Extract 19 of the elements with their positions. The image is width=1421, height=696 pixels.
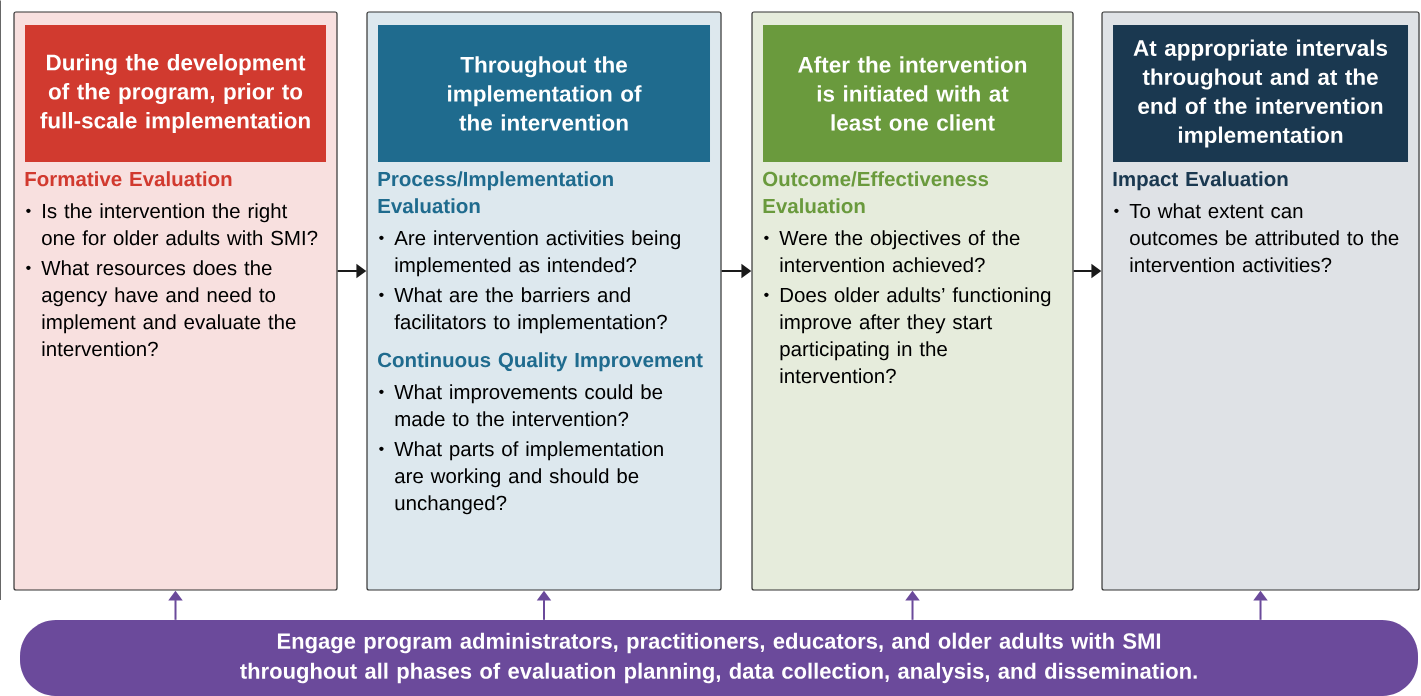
header-box: After the intervention is initiated with at least one client [763, 25, 1062, 162]
section-heading: Continuous Quality Improvement [378, 352, 703, 372]
bullet-item: What resources does the agency have and need to implement and evaluate the intervention? [26, 260, 296, 357]
bullet-item: Is the intervention the right one for older adults with SMI? [26, 203, 318, 246]
banner: Engage program administrators, practitioners, educators, and older adults with SMI throughout all phases of evaluation planning, data collection, analysis, and dissemination. [20, 620, 1418, 696]
header-box: During the development of the program, prior to full-scale implementation [25, 25, 326, 162]
section-heading: Formative Evaluation [25, 171, 232, 187]
bullet-item: What improvements could be made to the intervention? [379, 384, 663, 427]
header-box: At appropriate intervals throughout and at the end of the intervention implementation [1113, 25, 1408, 162]
bullet-item: Does older adults’ functioning improve after they start participating in the intervention? [764, 287, 1051, 384]
section-heading: Outcome/Effectiveness Evaluation [763, 171, 989, 214]
header-box: Throughout the implementation of the intervention [378, 25, 710, 162]
section-heading: Impact Evaluation [1113, 171, 1288, 191]
bullet-item: What parts of implementation are working and should be unchanged? [379, 441, 663, 515]
bullet-item: What are the barriers and facilitators to implementation? [379, 287, 667, 334]
bullet-item: Were the objectives of the intervention achieved? [764, 230, 1020, 273]
bullet-item: To what extent can outcomes be attributed to the intervention activities? [1114, 203, 1399, 273]
section-heading: Process/Implementation Evaluation [378, 171, 613, 214]
bullet-item: Are intervention activities being implemented as intended? [379, 230, 680, 277]
